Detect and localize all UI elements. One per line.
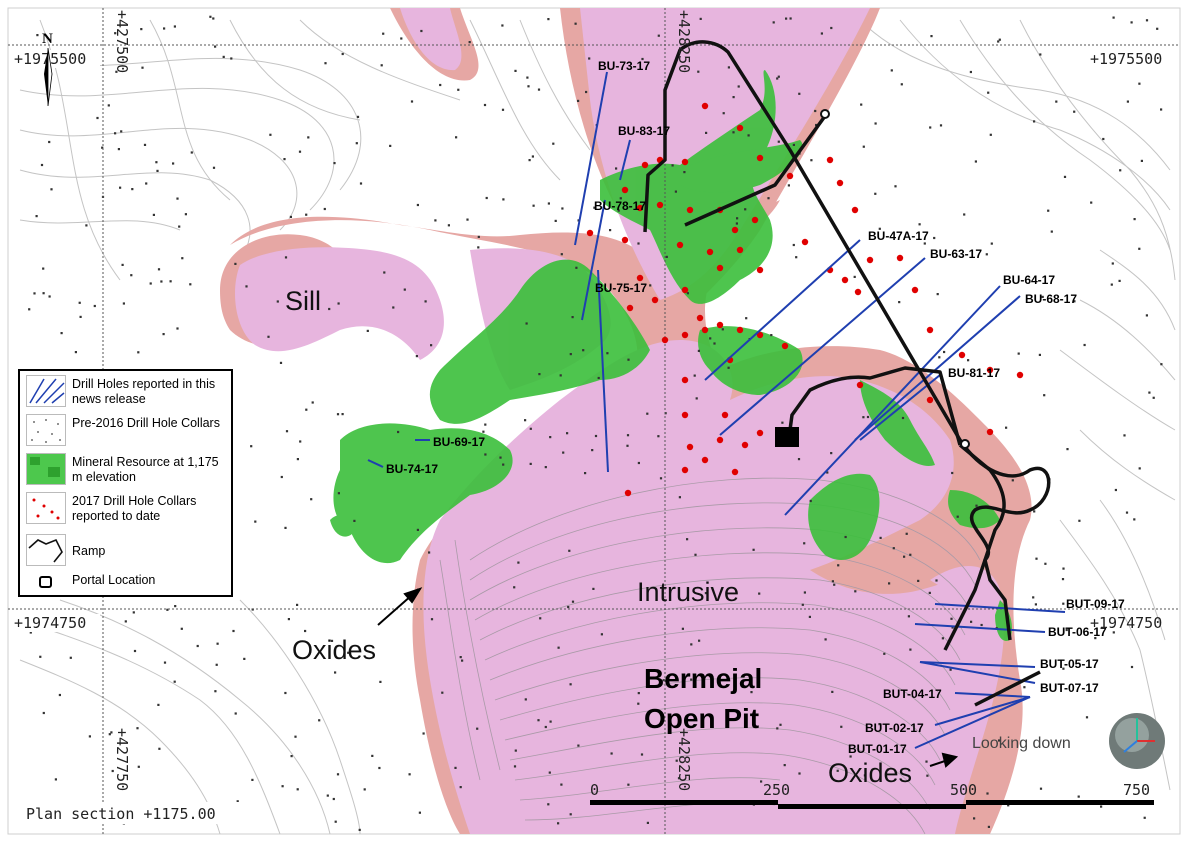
label-bu-78-17: BU-78-17 [594, 199, 646, 213]
coord-north-top-right: +1975500 [1090, 50, 1162, 68]
scale-tick-500: 500 [950, 781, 977, 799]
drill-hole-labels: BU-73-17 BU-83-17 BU-78-17 BU-47A-17 BU-… [386, 59, 1125, 756]
scale-tick-0: 0 [590, 781, 599, 799]
legend-item-pre-2016: Pre-2016 Drill Hole Collars [26, 414, 231, 450]
legend-label-collars-2017: 2017 Drill Hole Collars reported to date [72, 494, 197, 523]
legend-item-drill-holes: Drill Holes reported in this news releas… [26, 375, 231, 411]
pit-benches [439, 477, 981, 835]
mineral-resource-swatch-icon [26, 453, 66, 485]
drill-hole-lines-icon [26, 375, 66, 407]
label-bu-47a-17: BU-47A-17 [868, 229, 929, 243]
label-but-07-17: BUT-07-17 [1040, 681, 1099, 695]
label-oxides-left: Oxides [292, 635, 376, 665]
label-bu-68-17: BU-68-17 [1025, 292, 1077, 306]
coord-east-top-mid: +428250 [675, 10, 693, 73]
north-arrow-label: N [42, 31, 53, 47]
arrow-oxides-left-icon [403, 587, 423, 604]
label-pit-line1: Bermejal [644, 663, 762, 694]
legend-label-portal: Portal Location [72, 573, 156, 587]
label-bu-83-17: BU-83-17 [618, 124, 670, 138]
coordinate-labels: +1975500 +1975500 +1974750 +1974750 +427… [12, 10, 1162, 791]
coord-north-mid-left: +1974750 [14, 614, 86, 632]
label-but-04-17: BUT-04-17 [883, 687, 942, 701]
coord-east-top-left: +427500 [113, 10, 131, 73]
label-looking-down: Looking down [972, 735, 1071, 752]
mineral-resource [330, 70, 1012, 641]
label-but-09-17: BUT-09-17 [1066, 597, 1125, 611]
north-arrow: N [42, 31, 53, 107]
legend-label-drill-holes: Drill Holes reported in this news releas… [72, 377, 216, 406]
legend-label-mineral-resource: Mineral Resource at 1,175 m elevation [72, 455, 219, 484]
label-but-05-17: BUT-05-17 [1040, 657, 1099, 671]
ramp-node-north [820, 109, 830, 119]
collars-2017 [586, 102, 1024, 497]
label-bu-81-17: BU-81-17 [948, 366, 1000, 380]
label-bu-73-17: BU-73-17 [598, 59, 650, 73]
label-but-02-17: BUT-02-17 [865, 721, 924, 735]
arrow-oxides-right-icon [941, 752, 959, 768]
legend-item-collars-2017: 2017 Drill Hole Collars reported to date [26, 492, 231, 528]
legend-item-portal: Portal Location [26, 567, 231, 603]
legend-item-mineral-resource: Mineral Resource at 1,175 m elevation [26, 453, 231, 489]
coord-east-bottom-left: +427750 [113, 728, 131, 791]
label-bu-75-17: BU-75-17 [595, 281, 647, 295]
label-oxides-right: Oxides [828, 758, 912, 788]
label-bu-64-17: BU-64-17 [1003, 273, 1055, 287]
view-orientation: Looking down [972, 713, 1165, 769]
portal-location [775, 427, 799, 447]
coord-east-bottom-mid: +428250 [675, 728, 693, 791]
collar-2017-dots-icon [26, 492, 66, 524]
label-bu-74-17: BU-74-17 [386, 462, 438, 476]
pre-2016-dots-icon [26, 414, 66, 446]
portal-square-icon [39, 576, 52, 588]
label-but-01-17: BUT-01-17 [848, 742, 907, 756]
plan-section-label: Plan section +1175.00 [26, 805, 216, 823]
topographic-contours [19, 19, 1176, 835]
scale-bar: 0 250 500 750 [590, 781, 1154, 809]
scale-tick-750: 750 [1123, 781, 1150, 799]
legend-item-ramp: Ramp [26, 534, 231, 570]
label-bu-69-17: BU-69-17 [433, 435, 485, 449]
label-pit-line2: Open Pit [644, 703, 759, 734]
scale-tick-250: 250 [763, 781, 790, 799]
label-but-06-17: BUT-06-17 [1048, 625, 1107, 639]
oxide-arrows [377, 587, 959, 768]
label-bu-63-17: BU-63-17 [930, 247, 982, 261]
ramp [643, 40, 1051, 707]
label-sill: Sill [285, 286, 321, 316]
legend: Drill Holes reported in this news releas… [18, 369, 233, 597]
legend-label-pre-2016: Pre-2016 Drill Hole Collars [72, 416, 220, 430]
ramp-node-east [960, 439, 970, 449]
coord-north-top-left: +1975500 [14, 50, 86, 68]
ramp-line-icon [26, 534, 66, 566]
coord-north-mid-right: +1974750 [1090, 614, 1162, 632]
legend-label-ramp: Ramp [72, 544, 106, 558]
zone-labels: Sill Intrusive Oxides Oxides Bermejal Op… [285, 286, 912, 788]
label-intrusive: Intrusive [637, 577, 739, 607]
